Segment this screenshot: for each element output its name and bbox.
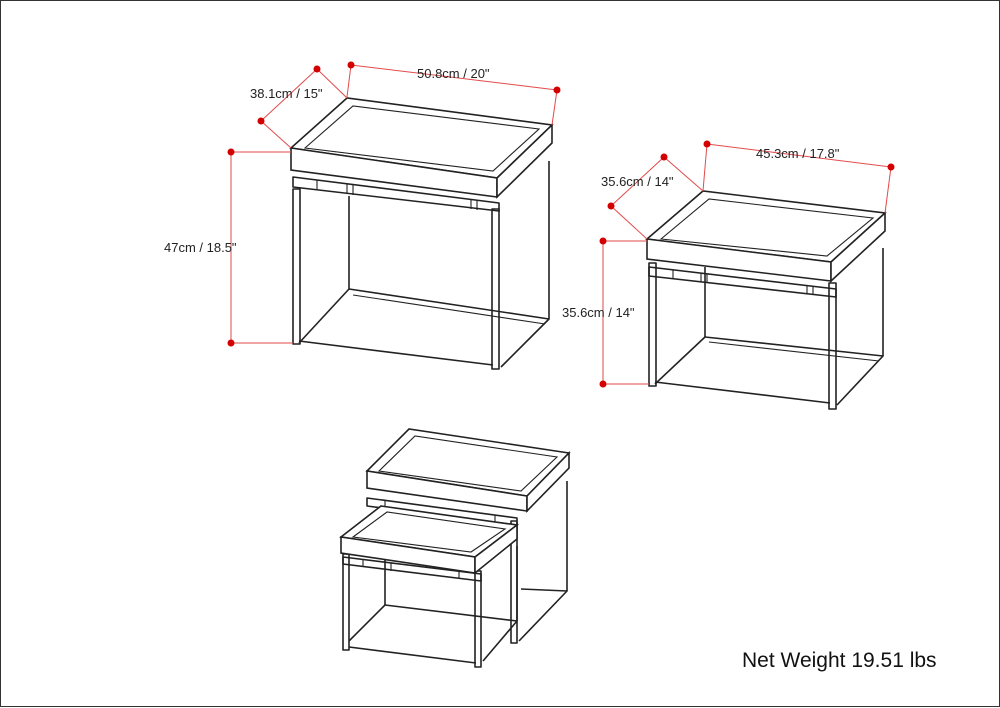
dimension-dot bbox=[227, 339, 235, 347]
nested-small-tray-inner bbox=[351, 511, 507, 553]
small-table-tray-side bbox=[830, 211, 886, 283]
small-table-bottom-rail-inner bbox=[708, 341, 880, 362]
large-height-label: 47cm / 18.5" bbox=[164, 240, 237, 255]
large-table-front-left-leg bbox=[292, 188, 301, 345]
small-depth-dimension-line bbox=[610, 156, 665, 207]
nested-large-bottom-rail bbox=[518, 588, 568, 642]
dimension-dot bbox=[257, 117, 265, 125]
dimension-dot bbox=[660, 153, 668, 161]
large-table-tray-inner bbox=[303, 105, 541, 172]
small-table-front-right-leg bbox=[828, 282, 837, 410]
small-width-dimension-line bbox=[706, 143, 892, 168]
nested-small-bottom-rail bbox=[348, 604, 518, 662]
nested-set-drawing bbox=[339, 428, 571, 668]
small-table-apron bbox=[648, 266, 837, 298]
dimension-dot bbox=[553, 86, 561, 94]
dimension-dot bbox=[887, 163, 895, 171]
large-width-extension-line bbox=[346, 64, 352, 98]
net-weight-label: Net Weight 19.51 lbs bbox=[742, 649, 937, 672]
dimension-dot bbox=[347, 61, 355, 69]
small-table-tray-inner bbox=[659, 198, 875, 257]
small-table-front-bottom-rail bbox=[654, 381, 831, 404]
small-table-front-left-leg bbox=[648, 262, 657, 387]
nested-small-front-left-leg bbox=[342, 553, 350, 651]
dimension-dot bbox=[607, 202, 615, 210]
dimension-dot bbox=[313, 65, 321, 73]
small-depth-label: 35.6cm / 14" bbox=[601, 174, 674, 189]
nested-small-front-bottom-rail bbox=[348, 646, 477, 664]
small-table-drawing bbox=[645, 190, 887, 410]
dimension-dot bbox=[227, 148, 235, 156]
small-width-label: 45.3cm / 17.8" bbox=[756, 146, 840, 161]
large-table-bottom-rail bbox=[298, 288, 550, 368]
small-table-bottom-rail bbox=[654, 336, 884, 406]
dimension-dot bbox=[599, 237, 607, 245]
large-depth-label: 38.1cm / 15" bbox=[250, 86, 323, 101]
large-table-bottom-rail-inner bbox=[352, 294, 546, 325]
large-table-dimensions: 50.8cm / 20" 38.1cm / 15" 47cm / 18.5" bbox=[164, 61, 561, 347]
small-width-extension-line bbox=[884, 166, 892, 214]
large-width-label: 50.8cm / 20" bbox=[417, 66, 490, 81]
small-depth-extension-line bbox=[610, 205, 648, 240]
large-depth-extension-line bbox=[260, 120, 292, 149]
small-width-extension-line bbox=[702, 143, 708, 192]
large-depth-extension-line bbox=[316, 68, 348, 99]
large-depth-dimension-line bbox=[260, 68, 318, 122]
nested-small-front-right-leg bbox=[474, 570, 482, 668]
dimension-dot bbox=[703, 140, 711, 148]
nested-large-tray-side bbox=[526, 451, 570, 513]
large-table-front-bottom-rail bbox=[298, 340, 494, 366]
dimension-dot bbox=[599, 380, 607, 388]
large-table-tray-side bbox=[496, 123, 553, 199]
large-table-drawing bbox=[289, 97, 554, 370]
small-height-label: 35.6cm / 14" bbox=[562, 305, 635, 320]
nested-small-tray-side bbox=[474, 523, 518, 575]
large-width-extension-line bbox=[551, 89, 558, 126]
nested-large-tray-inner bbox=[377, 435, 559, 492]
small-depth-extension-line bbox=[663, 156, 704, 192]
small-table-dimensions: 45.3cm / 17.8" 35.6cm / 14" 35.6cm / 14" bbox=[562, 140, 895, 388]
large-table-front-right-leg bbox=[491, 208, 500, 370]
large-width-dimension-line bbox=[350, 64, 558, 91]
large-table-apron bbox=[292, 176, 500, 212]
nested-small-apron bbox=[342, 556, 482, 582]
